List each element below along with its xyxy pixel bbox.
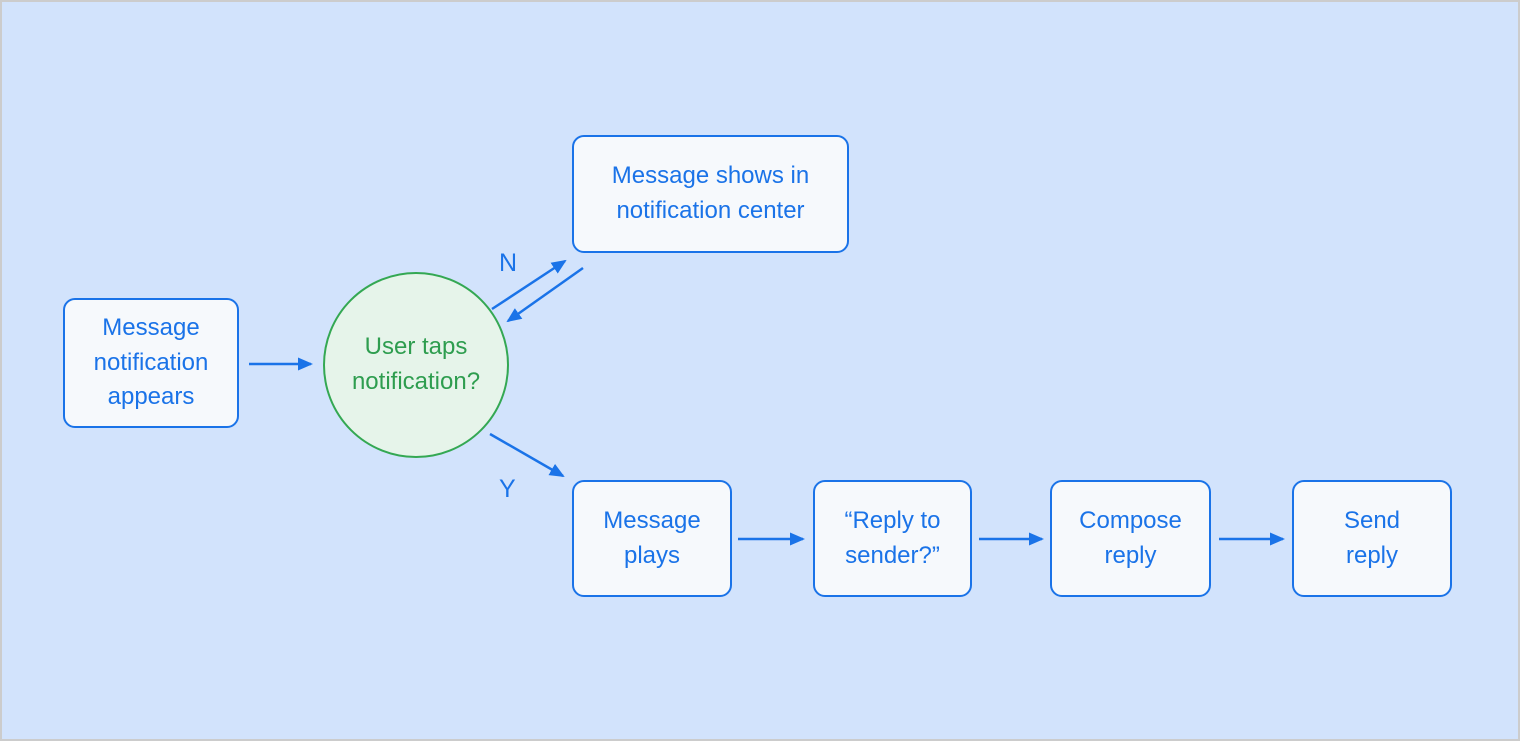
node-message-shows-in-notification-center: Message shows in notification center — [572, 135, 849, 253]
node-label: Message plays — [603, 506, 701, 569]
node-send-reply: Send reply — [1292, 480, 1452, 597]
edge-label-no: N — [499, 249, 518, 277]
node-label: Compose reply — [1079, 506, 1182, 569]
edge-label-yes: Y — [499, 475, 516, 503]
arrow-notification-center-to-decision — [506, 266, 584, 323]
node-label: Message notification appears — [93, 314, 209, 411]
node-label: Send reply — [1343, 506, 1401, 569]
node-reply-to-sender: “Reply to sender?” — [813, 480, 972, 597]
node-message-plays: Message plays — [572, 480, 732, 597]
node-label: User taps notification? — [351, 333, 481, 395]
node-label: “Reply to sender?” — [844, 506, 941, 569]
node-message-notification-appears: Message notification appears — [63, 298, 239, 428]
node-compose-reply: Compose reply — [1050, 480, 1211, 597]
arrow-decision-to-message-plays — [489, 432, 565, 478]
node-label: Message shows in notification center — [611, 162, 810, 224]
node-user-taps-notification: User taps notification? — [323, 272, 509, 458]
